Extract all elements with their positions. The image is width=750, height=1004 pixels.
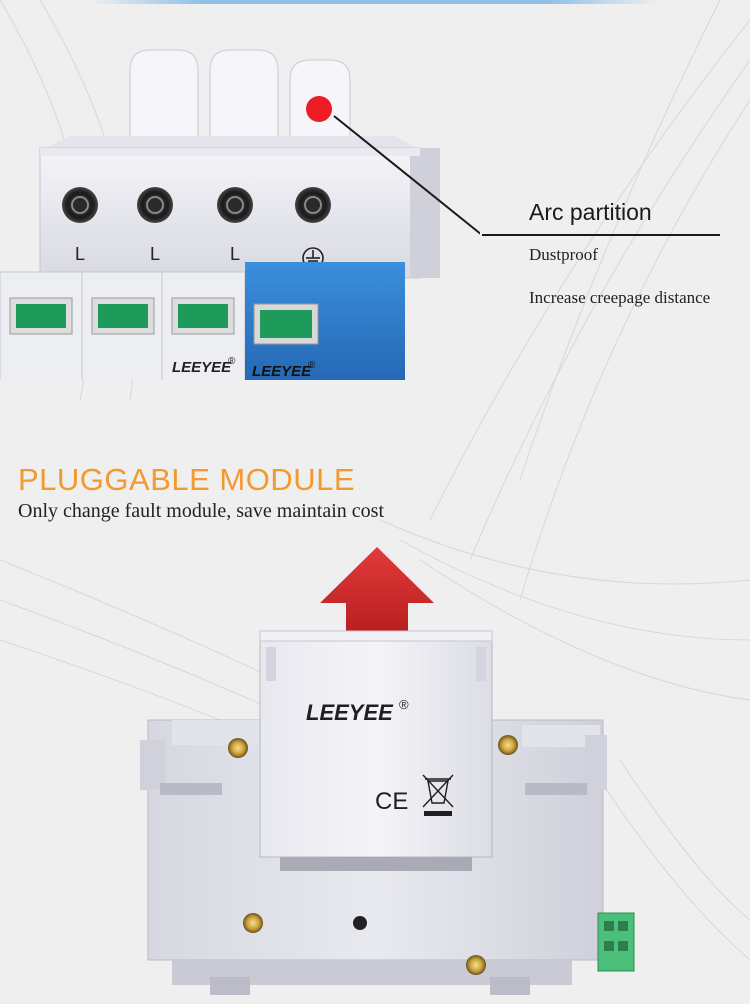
remote-signal-connector [597,912,635,972]
registered-mark-4: ® [308,360,316,371]
callout-item-dustproof: Dustproof [529,245,598,264]
brand-label-module-4: LEEYEE [252,363,312,380]
callout-item-creepage: Increase creepage distance [529,288,711,307]
callout-leader-line [333,115,480,235]
pull-up-arrow-icon [320,547,434,635]
ce-mark: CE [375,788,408,815]
terminal-label-2: L [150,244,160,264]
section-title: PLUGGABLE MODULE [18,462,356,497]
module-brand-label: LEEYEE [306,700,394,725]
product-photo-pluggable-module: LEEYEE ® CE [140,547,635,995]
section-subtitle: Only change fault module, save maintain … [18,500,385,522]
terminal-label-1: L [75,244,85,264]
terminal-label-3: L [230,244,240,264]
callout-title: Arc partition [529,199,652,225]
status-windows [9,297,319,345]
registered-mark-3: ® [228,356,236,367]
callout-marker-dot [306,96,332,122]
module-registered-mark: ® [399,697,409,712]
terminal-screws [228,735,518,975]
top-accent-strip [90,0,660,4]
indicator-hole [353,916,367,930]
callout-underline [482,234,720,236]
brand-label-module-3: LEEYEE [172,359,232,376]
product-photo-terminals: L L L LEEYEE ® LEEYEE ® [0,49,480,380]
weee-bin-icon [422,774,454,816]
